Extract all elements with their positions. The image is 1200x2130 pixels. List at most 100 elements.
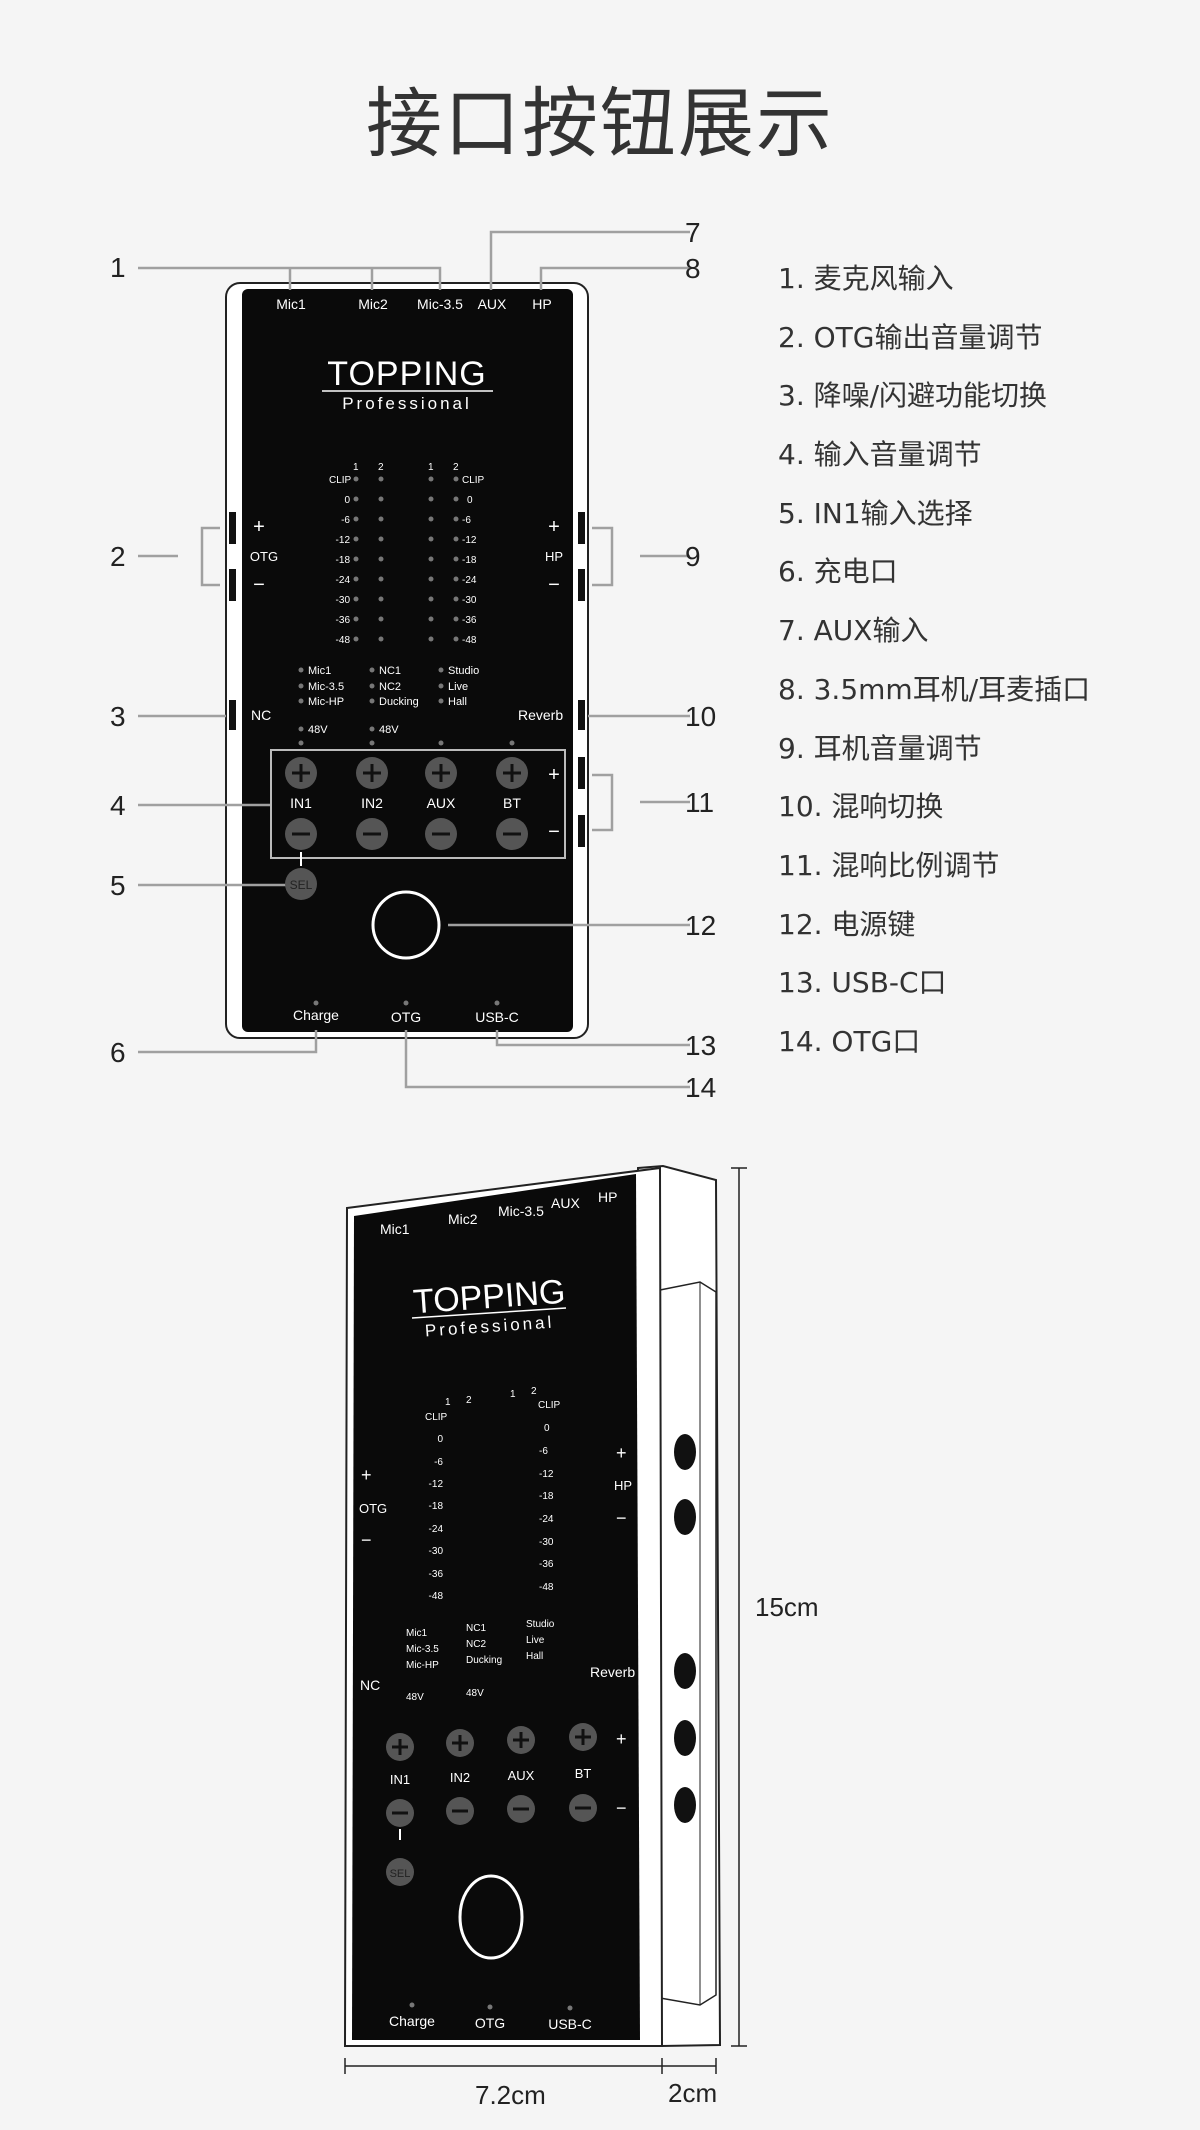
- svg-text:Mic-3.5: Mic-3.5: [406, 1644, 439, 1655]
- legend-item: 13. USB-C口: [778, 966, 947, 1000]
- svg-text:USB-C: USB-C: [548, 2016, 592, 2032]
- meter-led: [353, 596, 359, 602]
- aux-minus-button[interactable]: [425, 818, 457, 850]
- meter-led: [353, 636, 359, 642]
- svg-text:Live: Live: [448, 681, 468, 693]
- meter-led: [453, 616, 459, 622]
- svg-text:-48: -48: [462, 635, 477, 646]
- svg-text:Charge: Charge: [389, 2013, 435, 2029]
- svg-text:IN2: IN2: [450, 1770, 470, 1785]
- in1-plus-button[interactable]: [285, 757, 317, 789]
- in1-minus-button[interactable]: [285, 818, 317, 850]
- svg-text:CLIP: CLIP: [425, 1412, 448, 1423]
- svg-text:-48: -48: [336, 635, 351, 646]
- callout-10: 10: [685, 701, 716, 732]
- legend-item: 9. 耳机音量调节: [778, 731, 982, 765]
- device-front: [225, 282, 589, 1039]
- svg-text:Mic-HP: Mic-HP: [406, 1660, 439, 1671]
- svg-text:NC1: NC1: [466, 1623, 486, 1634]
- meter-led: [428, 576, 434, 582]
- legend-item: 1. 麦克风输入: [778, 262, 954, 295]
- svg-text:-12: -12: [462, 535, 477, 546]
- meter-led: [453, 476, 459, 482]
- legend-item: 8. 3.5mm耳机/耳麦插口: [778, 672, 1091, 706]
- svg-text:Hall: Hall: [526, 1651, 543, 1662]
- legend-item: 6. 充电口: [778, 555, 898, 589]
- svg-text:Mic-3.5: Mic-3.5: [308, 681, 344, 693]
- port-usb-c: USB-C: [475, 1009, 519, 1025]
- perspective-bottom-ports: Charge OTG USB-C: [389, 2002, 592, 2032]
- in2-plus-button[interactable]: [356, 757, 388, 789]
- meter-led: [453, 516, 459, 522]
- svg-text:AUX: AUX: [508, 1768, 535, 1783]
- channel-controls: + − IN1 IN2 AUX BT: [270, 740, 566, 859]
- mode-indicators: Mic1 Mic-3.5 Mic-HP NC1 NC2 Ducking Stud…: [251, 665, 563, 736]
- meter-led: [378, 536, 384, 542]
- svg-text:+: +: [253, 516, 265, 538]
- svg-text:-24: -24: [429, 1524, 444, 1535]
- svg-text:Live: Live: [526, 1635, 545, 1646]
- svg-text:NC2: NC2: [466, 1639, 486, 1650]
- function-legend: 1. 麦克风输入 2. OTG输出音量调节 3. 降噪/闪避功能切换 4. 输入…: [778, 258, 1090, 1080]
- meter-led: [453, 596, 459, 602]
- callout-8: 8: [685, 253, 701, 284]
- device-perspective: [343, 1164, 722, 2048]
- svg-text:TOPPING: TOPPING: [327, 355, 486, 393]
- svg-text:IN1: IN1: [390, 1772, 410, 1787]
- svg-text:-6: -6: [539, 1446, 548, 1457]
- perspective-modes: Mic1 Mic-3.5 Mic-HP NC1 NC2 Ducking Stud…: [406, 1619, 555, 1703]
- nc-label: NC: [251, 707, 271, 723]
- svg-text:2: 2: [453, 462, 459, 473]
- svg-text:-18: -18: [429, 1501, 444, 1512]
- svg-text:0: 0: [344, 495, 350, 506]
- port-otg: OTG: [391, 1009, 421, 1025]
- svg-text:-6: -6: [341, 515, 350, 526]
- meter-led: [378, 576, 384, 582]
- perspective-logo: TOPPING Professional: [412, 1273, 567, 1341]
- callout-3: 3: [110, 701, 126, 732]
- svg-text:OTG: OTG: [475, 2015, 505, 2031]
- svg-text:Ducking: Ducking: [379, 696, 419, 708]
- meter-led: [428, 596, 434, 602]
- svg-text:1: 1: [445, 1397, 451, 1408]
- bt-minus-button[interactable]: [496, 818, 528, 850]
- channel-label-aux: AUX: [427, 795, 456, 811]
- meter-leds: [353, 476, 459, 642]
- in2-minus-button[interactable]: [356, 818, 388, 850]
- svg-text:Mic-3.5: Mic-3.5: [498, 1203, 544, 1219]
- svg-text:Mic1: Mic1: [380, 1221, 410, 1237]
- svg-text:-30: -30: [336, 595, 351, 606]
- sel-button[interactable]: SEL: [285, 868, 317, 900]
- perspective-labels: + OTG − + HP − NC Reverb + −: [359, 1443, 635, 1818]
- svg-text:0: 0: [467, 495, 473, 506]
- svg-text:-18: -18: [539, 1491, 554, 1502]
- callout-5: 5: [110, 870, 126, 901]
- svg-text:-6: -6: [434, 1457, 443, 1468]
- meter-led: [353, 576, 359, 582]
- svg-text:-36: -36: [336, 615, 351, 626]
- meter-led: [378, 616, 384, 622]
- meter-led: [453, 636, 459, 642]
- svg-text:Mic1: Mic1: [308, 665, 331, 677]
- svg-text:-36: -36: [429, 1569, 444, 1580]
- callout-13: 13: [685, 1030, 716, 1061]
- callout-2: 2: [110, 541, 126, 572]
- svg-text:−: −: [361, 1530, 372, 1550]
- svg-text:-12: -12: [336, 535, 351, 546]
- svg-text:1: 1: [428, 462, 434, 473]
- port-mic1: Mic1: [276, 296, 306, 312]
- power-button[interactable]: [371, 890, 441, 960]
- svg-text:-36: -36: [539, 1559, 554, 1570]
- legend-item: 2. OTG输出音量调节: [778, 320, 1043, 354]
- meter-led: [453, 496, 459, 502]
- callout-4: 4: [110, 790, 126, 821]
- meter-led: [428, 516, 434, 522]
- legend-item: 11. 混响比例调节: [778, 848, 1000, 882]
- svg-text:-24: -24: [539, 1514, 554, 1525]
- bt-plus-button[interactable]: [496, 757, 528, 789]
- aux-plus-button[interactable]: [425, 757, 457, 789]
- meter-led: [378, 596, 384, 602]
- svg-text:Professional: Professional: [342, 394, 472, 413]
- leader-lines: [138, 230, 690, 1089]
- channel-label-bt: BT: [503, 795, 521, 811]
